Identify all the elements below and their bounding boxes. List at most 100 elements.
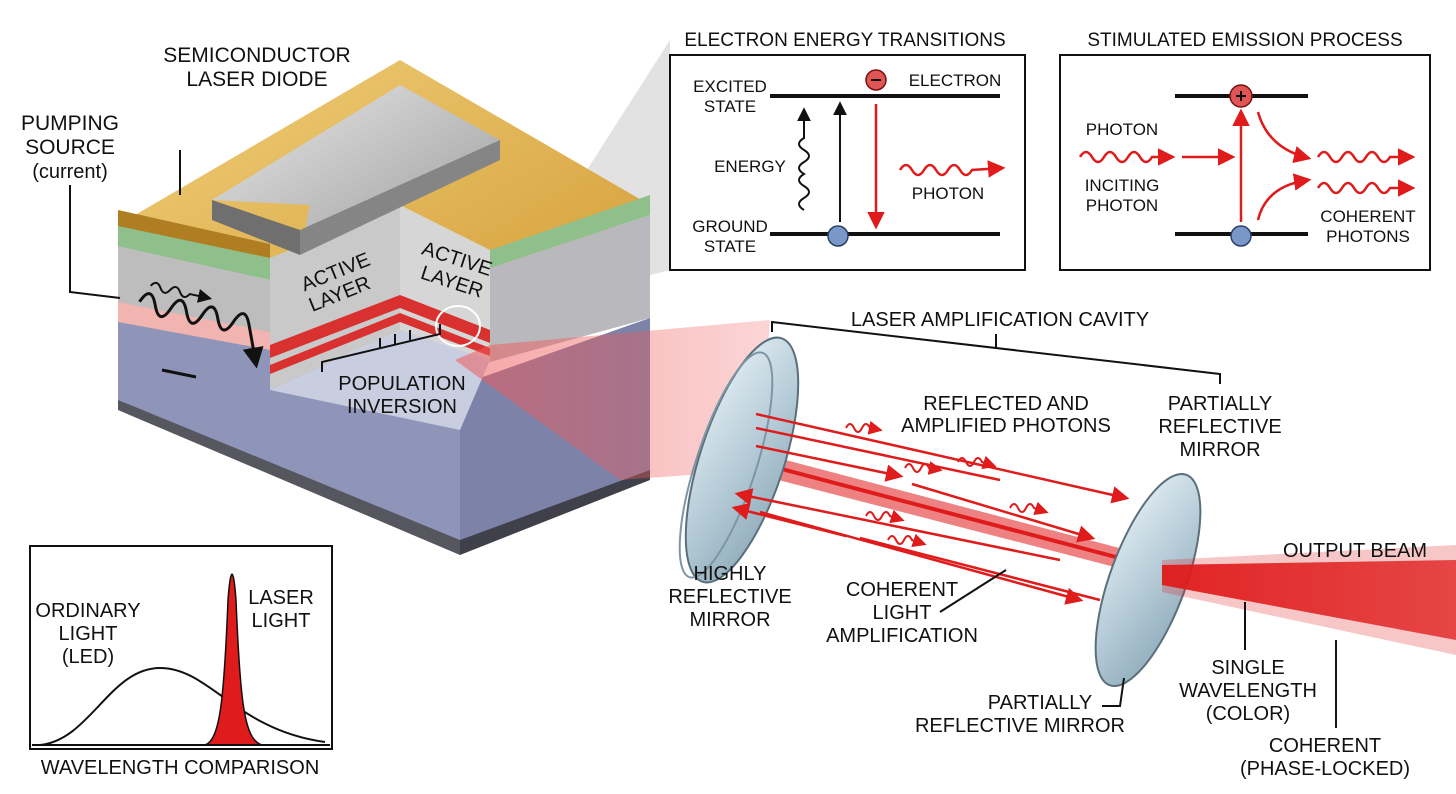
stimulated-panel <box>1059 54 1431 271</box>
amplification-cavity <box>678 320 1456 728</box>
phase-2: (PHASE-LOCKED) <box>1240 758 1410 780</box>
partial-top-2: REFLECTIVE <box>1158 416 1281 438</box>
partial-mirror <box>1094 472 1202 688</box>
ray-1 <box>755 412 1130 504</box>
electron-label: ELECTRON <box>909 71 1002 90</box>
transitions-title: ELECTRON ENERGY TRANSITIONS <box>684 30 1005 51</box>
cavity-bracket <box>771 320 1221 384</box>
partial-top-3: MIRROR <box>1179 439 1260 461</box>
right-side-gray <box>490 215 650 362</box>
active-stripe-left-2 <box>270 313 400 374</box>
reflected-1: REFLECTED AND <box>923 393 1089 415</box>
gold-contact-front <box>118 210 270 258</box>
ray-4 <box>911 482 1096 543</box>
stim-branch-up <box>1256 111 1312 164</box>
ordinary-2: LIGHT <box>59 623 118 645</box>
active-stripe-right <box>400 295 490 343</box>
partial-top-1: PARTIALLY <box>1168 393 1273 415</box>
inciting-label-1: INCITING <box>1085 176 1160 195</box>
active-stripe-left <box>270 295 400 358</box>
pump-label-3: (current) <box>32 161 108 183</box>
highly-3: MIRROR <box>689 609 770 631</box>
transitions-panel <box>669 54 1026 271</box>
electron-lower <box>1230 225 1252 247</box>
output-beam-glow <box>1162 545 1456 655</box>
cavity-title: LASER AMPLIFICATION CAVITY <box>851 309 1149 331</box>
coherent-wave-2 <box>1316 179 1416 197</box>
electrode-front <box>212 200 300 255</box>
highly-reflective-rim <box>678 351 774 579</box>
comparison-caption: WAVELENGTH COMPARISON <box>41 757 320 779</box>
coherent-amp-1: COHERENT <box>846 579 958 601</box>
coherent-leader <box>939 569 1007 613</box>
ray-3 <box>755 444 904 482</box>
coherent-photons-1: COHERENT <box>1320 207 1415 226</box>
pump-label-2: SOURCE <box>25 136 115 159</box>
green-layer-front <box>118 225 270 280</box>
ray-8 <box>731 502 847 538</box>
output-beam <box>1162 560 1456 640</box>
laser-diode-block <box>69 40 770 555</box>
coherent-photons-2: PHOTONS <box>1326 227 1410 246</box>
reflected-2: AMPLIFIED PHOTONS <box>901 415 1111 437</box>
cutaway-floor <box>270 330 490 430</box>
ray-5 <box>734 488 1061 562</box>
partial-bottom-1: PARTIALLY <box>988 692 1093 714</box>
ground-label-2: STATE <box>704 237 756 256</box>
stim-photon-label: PHOTON <box>1086 120 1158 139</box>
pump-wave-big <box>138 292 264 369</box>
photon-squiggle-2 <box>904 461 943 475</box>
pump-label-1: PUMPING <box>21 112 119 135</box>
laser-peak <box>204 573 263 746</box>
partial-bottom-2: REFLECTIVE MIRROR <box>915 715 1125 737</box>
excited-label-1: EXCITED <box>693 77 767 96</box>
photon-squiggle-3 <box>957 455 997 470</box>
excited-label-2: STATE <box>704 97 756 116</box>
energy-wave <box>797 107 811 211</box>
ray-6 <box>859 536 1101 602</box>
cavity-beam-core <box>739 456 1166 572</box>
ground-label-1: GROUND <box>692 217 768 236</box>
partial-bottom-leader <box>1102 677 1125 707</box>
coherent-amp-2: LIGHT <box>873 602 932 624</box>
led-curve <box>39 666 326 746</box>
output-label: OUTPUT BEAM <box>1283 540 1427 562</box>
phase-1: COHERENT <box>1269 735 1381 757</box>
electron-ground <box>827 225 849 247</box>
single-3: (COLOR) <box>1206 703 1290 725</box>
diode-title-1: SEMICONDUCTOR <box>163 44 350 67</box>
photon-squiggle-5 <box>865 509 905 524</box>
ray-2 <box>755 426 1001 482</box>
population-bracket <box>321 324 441 372</box>
gray-layer-front <box>118 245 270 332</box>
stim-branch-down <box>1256 173 1312 221</box>
diode-title-2: LASER DIODE <box>186 68 327 91</box>
right-side-green <box>490 195 650 268</box>
photon-squiggle-6 <box>887 533 927 548</box>
minus-sign <box>161 368 197 379</box>
ordinary-1: ORDINARY <box>35 600 140 622</box>
stimulated-title: STIMULATED EMISSION PROCESS <box>1087 30 1402 51</box>
zoom-circle <box>435 305 481 347</box>
ordinary-3: (LED) <box>62 646 114 668</box>
inciting-photon-wave <box>1078 148 1176 166</box>
laser-glow-cone <box>455 320 770 480</box>
comparison-box <box>29 545 333 750</box>
wavelength-comparison <box>29 545 333 750</box>
pump-wave-small <box>149 281 213 303</box>
highly-1: HIGHLY <box>694 563 767 585</box>
photon-squiggle-4 <box>1009 501 1049 516</box>
electrode-side <box>300 140 500 255</box>
electrode-top <box>212 85 500 255</box>
active-stripe-right-2 <box>400 313 490 356</box>
population-1: POPULATION <box>338 373 465 395</box>
laser-light-1: LASER <box>248 587 314 609</box>
inciting-label-2: PHOTON <box>1086 196 1158 215</box>
laser-light-2: LIGHT <box>252 610 311 632</box>
population-2: INVERSION <box>347 396 457 418</box>
single-2: WAVELENGTH <box>1179 680 1317 702</box>
highly-2: REFLECTIVE <box>668 586 791 608</box>
photon-label: PHOTON <box>912 184 984 203</box>
